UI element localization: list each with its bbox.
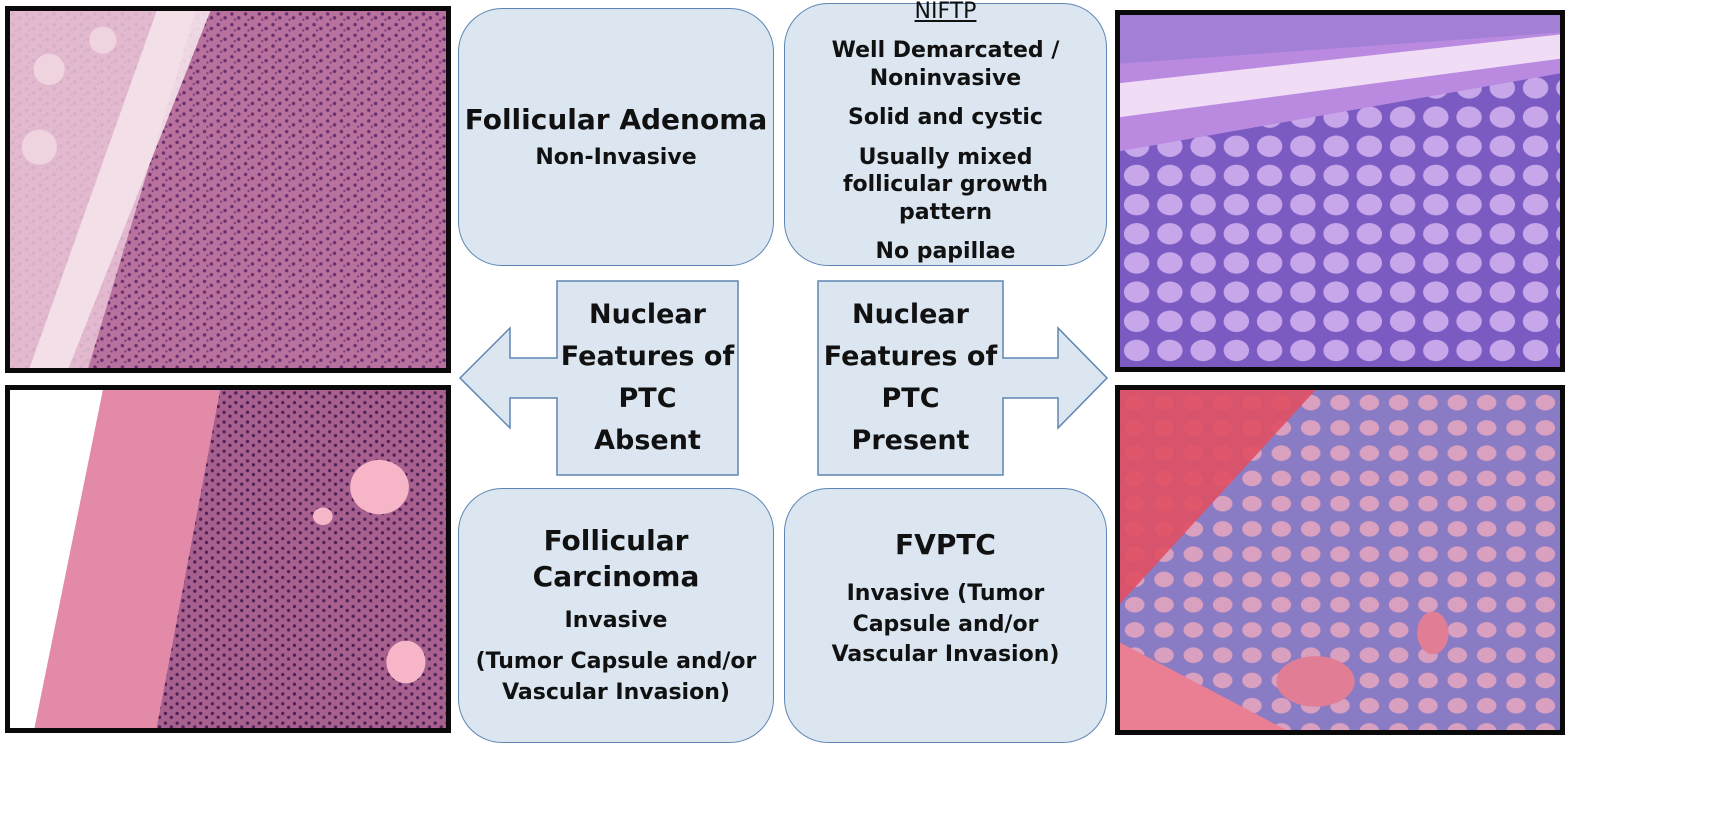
arrow-left-features-absent: Nuclear Features of PTC Absent xyxy=(458,280,743,476)
box-follicular-adenoma: Follicular Adenoma Non-Invasive xyxy=(458,8,774,266)
histology-image-fvptc xyxy=(1115,385,1565,735)
follicular-adenoma-title: Follicular Adenoma xyxy=(464,103,768,137)
arrow-left-line: PTC xyxy=(618,383,677,414)
arrow-left-line: Features of xyxy=(560,341,735,373)
histology-image-follicular-carcinoma xyxy=(5,385,451,733)
arrow-left-line: Absent xyxy=(594,424,701,456)
box-niftp: NIFTP Well Demarcated / Noninvasive Soli… xyxy=(784,0,1107,266)
follicular-carcinoma-detail: (Tumor Capsule and/or Vascular Invasion) xyxy=(475,648,757,705)
niftp-line: Solid and cystic xyxy=(848,105,1043,130)
box-fvptc: FVPTC Invasive (Tumor Capsule and/or Vas… xyxy=(784,488,1107,743)
niftp-line: Usually mixed follicular growth pattern xyxy=(842,144,1049,225)
follicular-adenoma-subtitle: Non-Invasive xyxy=(535,145,697,171)
histology-image-niftp xyxy=(1115,10,1565,372)
niftp-line: Well Demarcated / Noninvasive xyxy=(831,38,1060,91)
fvptc-title: FVPTC xyxy=(895,528,996,561)
histology-image-follicular-adenoma xyxy=(5,6,451,373)
box-follicular-carcinoma: Follicular Carcinoma Invasive (Tumor Cap… xyxy=(458,488,774,743)
arrow-right-line: PTC xyxy=(881,383,940,414)
arrow-right-line: Features of xyxy=(823,341,998,373)
niftp-heading: NIFTP xyxy=(914,0,977,24)
arrow-right-line: Present xyxy=(851,424,970,456)
arrow-right-features-present: Nuclear Features of PTC Present xyxy=(815,280,1110,476)
arrow-left-line: Nuclear xyxy=(589,299,706,331)
follicular-carcinoma-subtitle: Invasive xyxy=(564,608,668,634)
follicular-carcinoma-title: Follicular Carcinoma xyxy=(532,523,700,593)
arrow-right-line: Nuclear xyxy=(852,299,969,331)
niftp-line: No papillae xyxy=(875,239,1016,264)
fvptc-detail: Invasive (Tumor Capsule and/or Vascular … xyxy=(831,581,1060,668)
